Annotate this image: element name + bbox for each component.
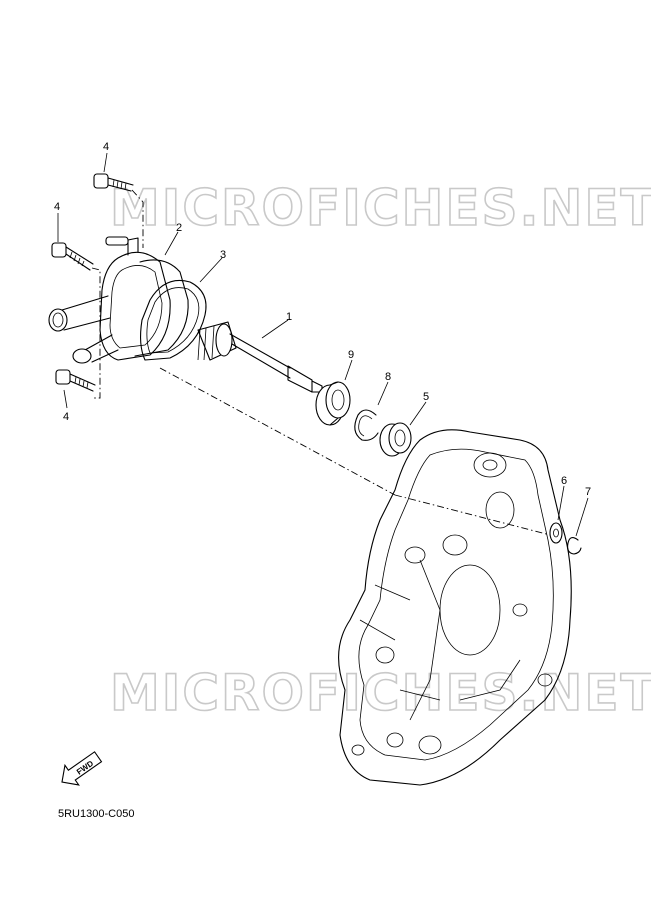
bearing-9: [315, 381, 351, 426]
washer-6: [549, 522, 563, 544]
callout-2: 2: [176, 222, 182, 234]
callout-4-bottom: 4: [63, 411, 69, 423]
impeller-shaft-1: [197, 321, 323, 393]
callout-5: 5: [423, 391, 429, 403]
leader-lines: [57, 152, 589, 537]
circlip-8: [354, 409, 379, 441]
bolt-guide-top: [131, 189, 144, 248]
crankcase: [338, 429, 572, 786]
callout-3: 3: [220, 249, 226, 261]
callout-1: 1: [286, 311, 292, 323]
bolt-top: [93, 173, 134, 192]
callout-6: 6: [561, 475, 567, 487]
diagram-code: 5RU1300-C050: [58, 808, 135, 820]
watermark-top: MICROFICHES.NET: [110, 179, 651, 237]
gasket-2: [134, 259, 189, 357]
o-ring-3: [139, 279, 207, 361]
bolt-bottom: [55, 369, 96, 392]
callout-9: 9: [348, 349, 354, 361]
callout-8: 8: [385, 371, 391, 383]
bolt-left: [51, 242, 94, 271]
water-pump-housing: [48, 236, 171, 364]
callout-4-left: 4: [54, 201, 60, 213]
circlip-7: [567, 537, 582, 555]
fwd-arrow-icon: FWD: [61, 751, 103, 786]
assembly-centerline: [159, 367, 551, 536]
callout-4-top: 4: [103, 141, 109, 153]
oil-seal-5: [379, 422, 412, 457]
callout-7: 7: [585, 486, 591, 498]
bolt-guide-left: [91, 267, 101, 399]
watermark-bottom: MICROFICHES.NET: [110, 664, 651, 722]
